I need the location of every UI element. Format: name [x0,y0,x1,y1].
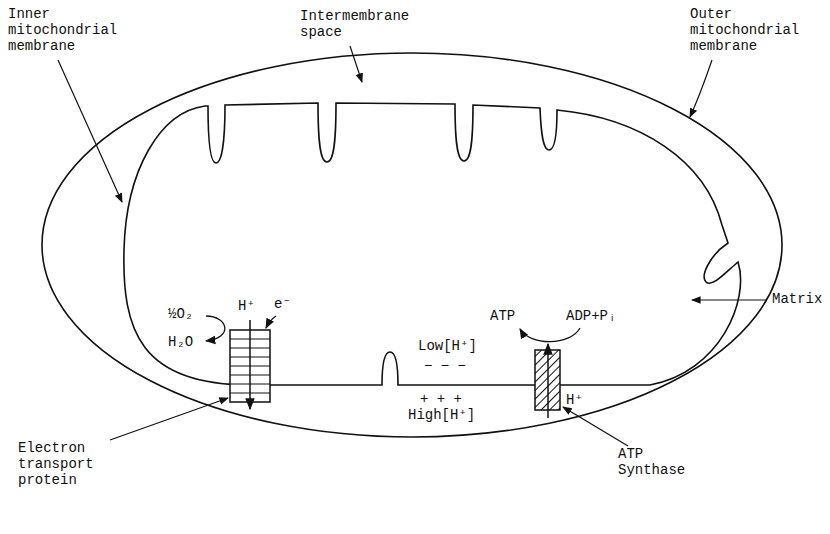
protein-label: ATP Synthase [618,446,698,478]
oxygen-water-arrow [206,316,225,341]
atp-synthase [535,344,560,418]
leader-line [563,407,628,446]
concentration-label: Low[H⁺] [418,338,477,354]
protein-label: Electron transport protein [18,440,128,488]
space-label: Intermembrane space [300,8,420,40]
region-label: Matrix [772,291,822,307]
molecule-label: ADP+Pᵢ [566,308,616,324]
molecule-label: ½O₂ [168,306,193,322]
molecule-label: ATP [490,308,515,324]
molecule-label: H₂O [168,334,193,350]
electron-arrow [266,316,276,328]
membrane-label: Outer mitochondrial membrane [690,6,805,54]
inner-membrane [124,103,741,385]
ion-label: H⁺ [566,392,583,408]
phosphorylation-arrow [520,328,580,342]
charge-label: + + + [420,391,462,407]
leader-line [350,46,362,82]
leader-line [58,60,122,202]
concentration-label: High[H⁺] [408,407,475,423]
leader-line [690,60,712,117]
leader-line [692,299,767,300]
charge-label: − − − [424,358,466,374]
ion-label: H⁺ [238,298,255,314]
electron-label: e⁻ [274,296,291,312]
membrane-label: Inner mitochondrial membrane [8,6,120,54]
outer-membrane [42,53,782,437]
leader-line [110,398,228,440]
electron-transport-protein [230,320,270,409]
